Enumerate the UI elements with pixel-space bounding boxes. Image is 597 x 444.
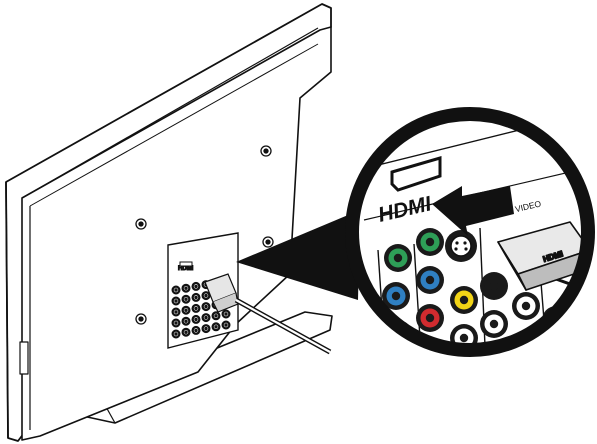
rca-jack [384,244,412,272]
tv-back [6,4,332,441]
small-jack [172,319,180,327]
rca-jack [512,292,540,320]
small-jack [192,282,200,290]
small-jack [202,303,210,311]
small-jack [172,286,180,294]
small-jack [202,325,210,333]
small-jack [182,317,190,325]
small-jack [222,310,230,318]
small-jack [212,323,220,331]
small-jack [192,304,200,312]
rca-jack [416,266,444,294]
small-jack [172,297,180,305]
small-jack [182,295,190,303]
rca-jack [416,228,444,256]
small-jack [192,293,200,301]
rca-jack [480,272,508,300]
small-jack [182,306,190,314]
rca-jack [416,304,444,332]
zoom-callout: HDMI S VIDEO [340,100,597,376]
small-jack [192,326,200,334]
small-jack [172,330,180,338]
small-jack [222,321,230,329]
small-jack [172,308,180,316]
small-jack [202,314,210,322]
rca-jack [480,310,508,338]
small-jack [182,284,190,292]
rca-jack [450,286,478,314]
tv-panel-hdmi-label: HDMI [178,266,194,272]
small-jack [182,328,190,336]
tv-side-buttons [20,342,28,374]
small-jack [212,312,220,320]
svideo-jack [445,230,477,262]
small-jack [192,315,200,323]
